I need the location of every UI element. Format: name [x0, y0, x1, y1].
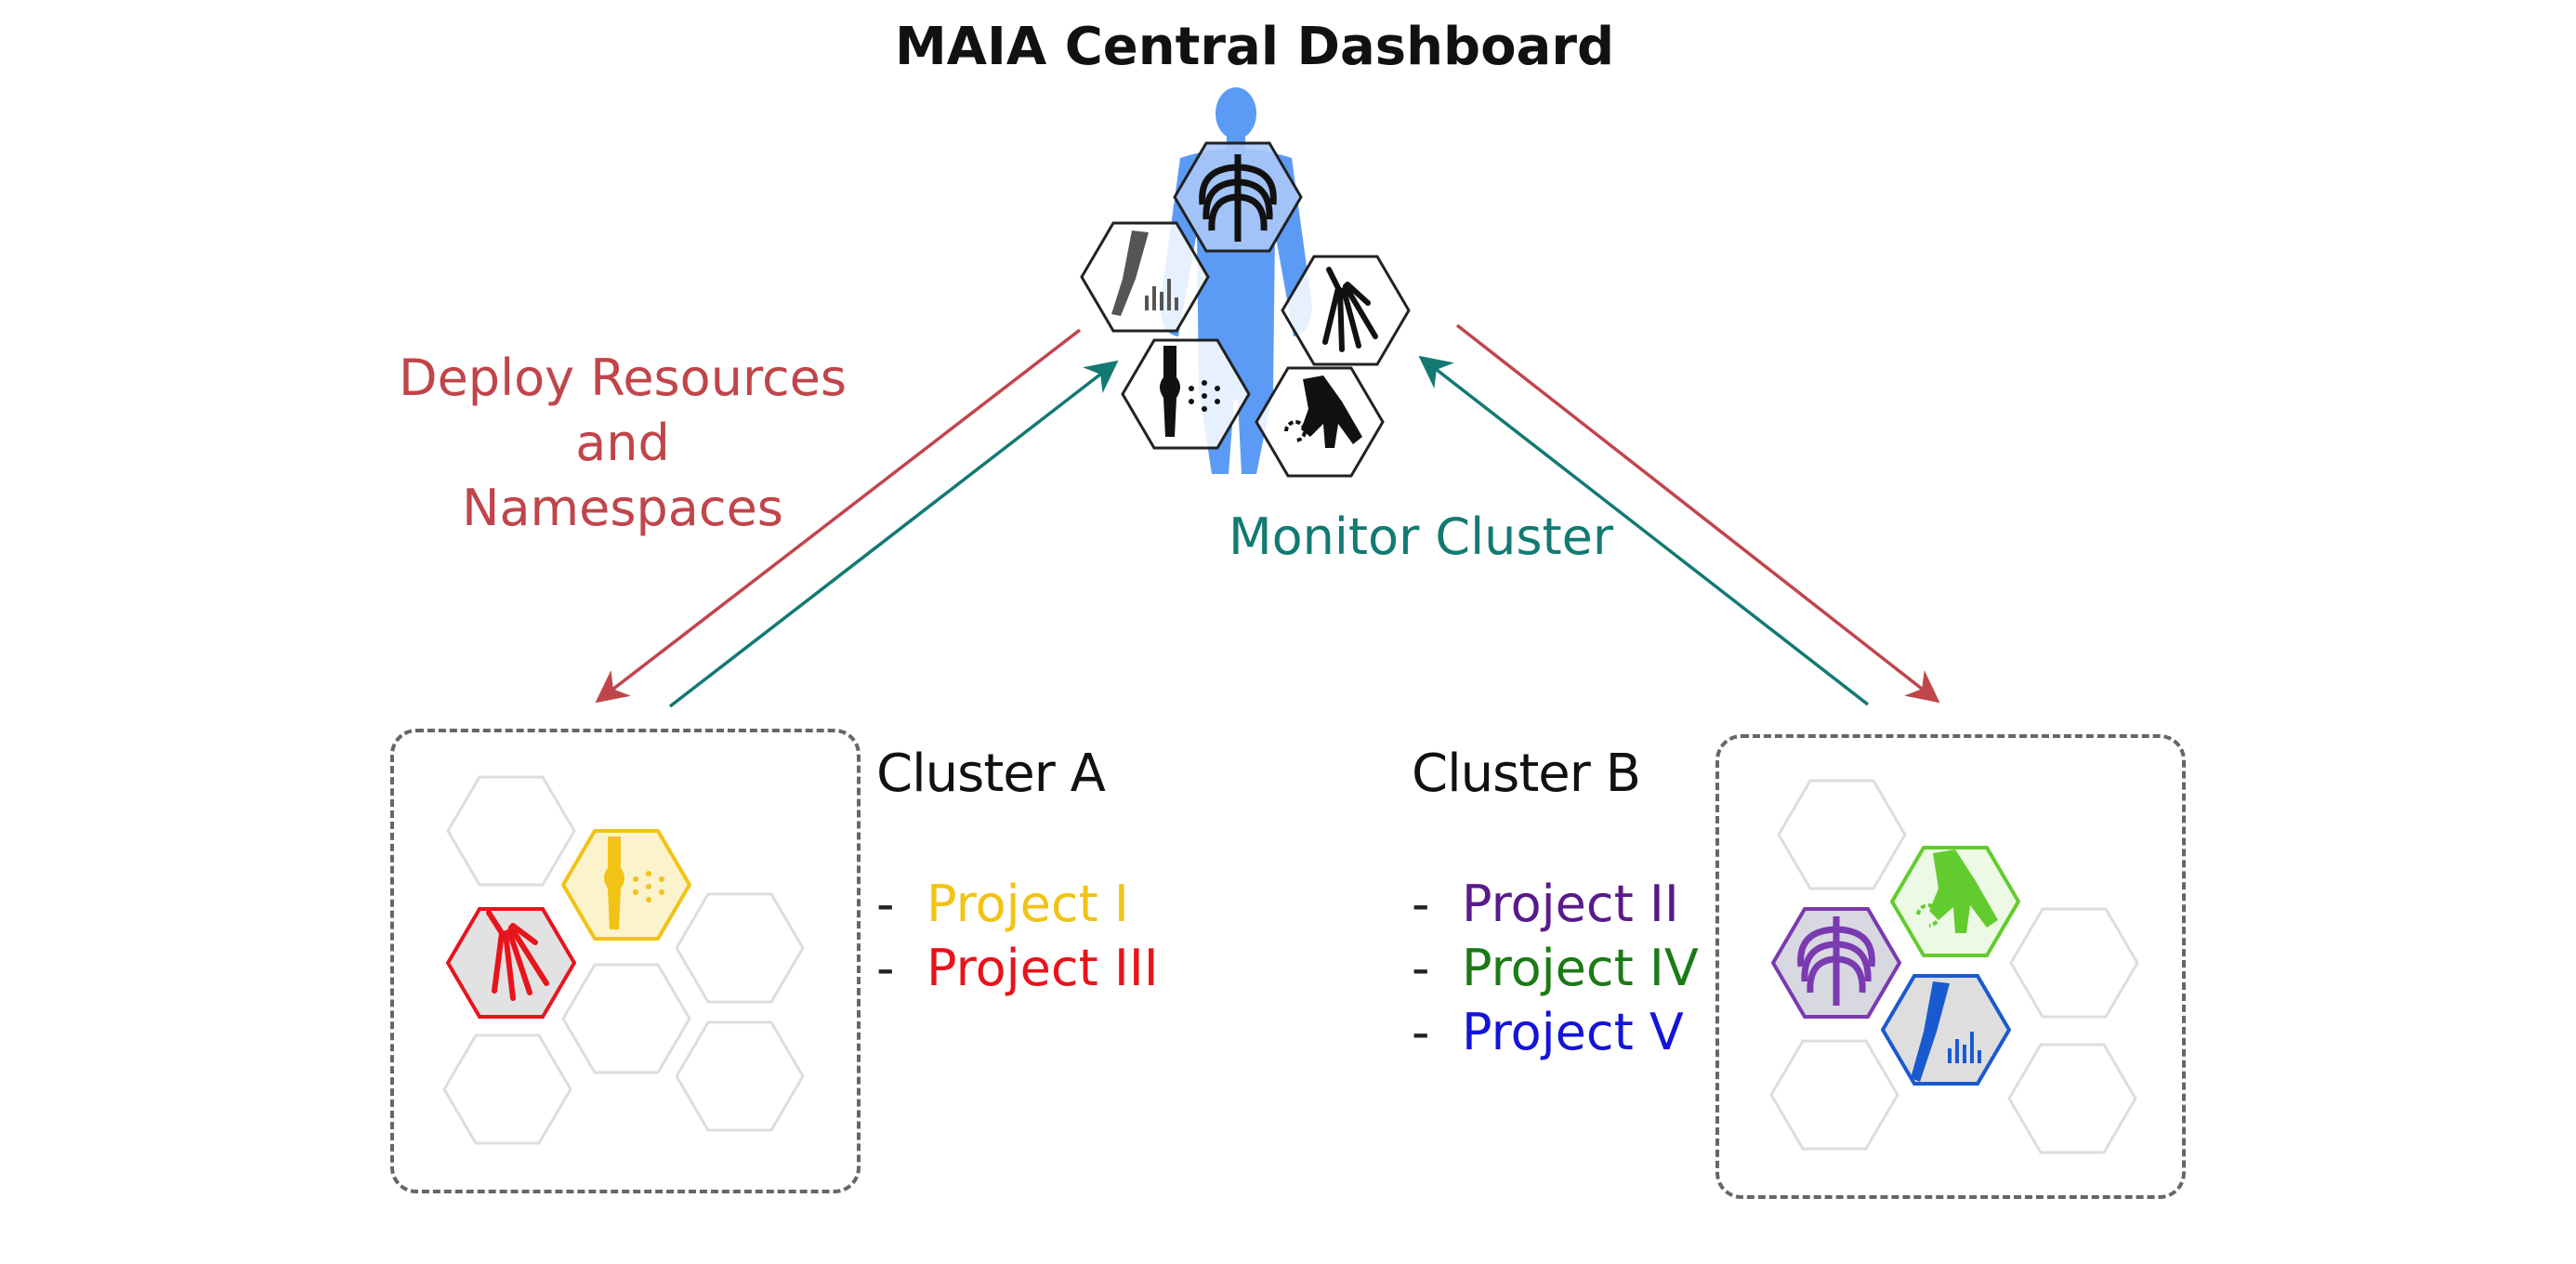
project-name: Project IV: [1462, 939, 1699, 997]
list-dash: -: [876, 875, 895, 933]
project-name: Project I: [927, 875, 1129, 933]
ribcage-icon: [1797, 916, 1875, 1006]
knee-chart-icon: [1911, 981, 1950, 1082]
deploy-resources-label: Deploy Resources and Namespaces: [372, 346, 874, 541]
project-item: -Project III: [876, 936, 1159, 1000]
deploy-label-line: Namespaces: [462, 479, 783, 537]
project-item: -Project I: [876, 872, 1159, 936]
project-item: -Project II: [1412, 872, 1699, 936]
project-item: -Project IV: [1412, 936, 1699, 1000]
cluster-a-title: Cluster A: [876, 744, 1106, 804]
project-name: Project III: [927, 939, 1159, 997]
hand-icon: [486, 910, 549, 1001]
dashboard-hex-knee-chart: [1080, 221, 1210, 333]
cluster-a-project-list: -Project I -Project III: [876, 872, 1159, 1000]
knee-network-icon: [1160, 346, 1180, 437]
foot-icon: [1301, 375, 1362, 448]
hand-icon: [1322, 267, 1378, 352]
knee-network-icon: [604, 836, 624, 929]
list-dash: -: [1412, 1003, 1430, 1061]
project-item: -Project V: [1412, 1000, 1699, 1064]
dashboard-hex-knee-network: [1121, 338, 1251, 450]
foot-icon: [1929, 849, 1998, 933]
deploy-arrow-right: [1455, 323, 1940, 704]
dashboard-hex-hand: [1281, 255, 1411, 366]
deploy-label-line: and: [575, 414, 670, 472]
cluster-a-box: [390, 729, 861, 1193]
deploy-arrow-left: [595, 328, 1082, 704]
dashboard-title: MAIA Central Dashboard: [894, 17, 1615, 77]
dashboard-hex-foot: [1255, 366, 1385, 478]
list-dash: -: [876, 939, 895, 997]
cluster-b-hex-ribcage: [1771, 907, 1901, 1019]
cluster-a-hex-knee-network: [561, 829, 691, 941]
knee-chart-icon: [1111, 230, 1149, 316]
monitor-arrow-right: [1418, 355, 1870, 706]
cluster-b-hex-foot: [1890, 846, 2020, 957]
list-dash: -: [1412, 939, 1430, 997]
dashboard-hex-ribcage: [1173, 141, 1303, 253]
list-dash: -: [1412, 875, 1430, 933]
project-name: Project V: [1462, 1003, 1684, 1061]
cluster-b-hex-knee-chart: [1881, 974, 2011, 1086]
ribcage-icon: [1199, 154, 1277, 242]
cluster-a-hex-hand: [446, 907, 576, 1019]
cluster-a-hex-grid: [442, 775, 805, 1145]
cluster-b-hex-grid: [1769, 779, 2139, 1154]
deploy-label-line: Deploy Resources: [398, 349, 848, 407]
project-name: Project II: [1462, 875, 1679, 933]
monitor-arrow-left: [668, 360, 1119, 708]
cluster-b-title: Cluster B: [1412, 744, 1641, 804]
cluster-b-project-list: -Project II -Project IV -Project V: [1412, 872, 1699, 1064]
monitor-cluster-label: Monitor Cluster: [1229, 507, 1614, 566]
cluster-b-box: [1715, 734, 2186, 1199]
